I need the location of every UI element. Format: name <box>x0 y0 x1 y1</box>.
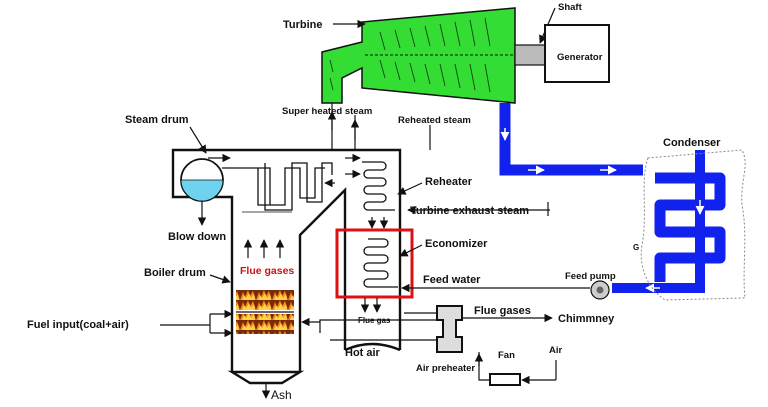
fan <box>489 373 521 386</box>
blow-down-label: Blow down <box>168 231 226 243</box>
fuel-input-label: Fuel input(coal+air) <box>27 319 129 331</box>
economizer-highlight <box>335 228 414 299</box>
air-label: Air <box>549 345 563 356</box>
air-preheater-label: Air preheater <box>416 363 475 374</box>
boiler-drum-label: Boiler drum <box>144 267 206 279</box>
boiler-structure <box>171 148 402 385</box>
economizer-coil <box>363 238 398 288</box>
ash-label: Ash <box>271 388 292 402</box>
flue-gases-furnace-label: Flue gases <box>240 265 294 277</box>
reheater-coil <box>362 161 395 211</box>
air-preheater <box>436 305 463 353</box>
furnace-flame-lower <box>236 314 294 334</box>
feed-water-label: Feed water <box>423 274 481 286</box>
condenser-coil <box>654 172 726 282</box>
condenser-pipe <box>499 103 726 293</box>
chimney-label: Chimmney <box>558 313 615 325</box>
steam-drum-label: Steam drum <box>125 114 189 126</box>
flue-gases-out-label: Flue gases <box>474 305 531 317</box>
reheated-steam-label: Reheated steam <box>398 115 471 126</box>
superheater-coils <box>222 162 333 211</box>
shaft <box>514 44 548 66</box>
turbine <box>321 7 516 104</box>
feed-pump <box>590 280 610 300</box>
economizer-label: Economizer <box>425 238 488 250</box>
shaft-label: Shaft <box>558 2 583 13</box>
generator <box>544 24 610 83</box>
turbine-exhaust-steam-label: Turbine exhaust steam <box>410 205 529 217</box>
turbine-label: Turbine <box>283 19 323 31</box>
furnace-flame-upper <box>236 290 294 310</box>
turbine-body <box>321 7 516 104</box>
reheater-label: Reheater <box>425 176 473 188</box>
turbine-blades <box>329 17 491 93</box>
condenser-shell <box>640 149 746 301</box>
fan-label: Fan <box>498 350 515 361</box>
feed-pump-label: Feed pump <box>565 271 616 282</box>
steam-drum <box>180 158 224 202</box>
hot-air-label: Hot air <box>345 347 381 359</box>
generator-label: Generator <box>557 52 603 63</box>
g-mark: G <box>633 243 639 252</box>
condenser-label: Condenser <box>663 137 721 149</box>
super-heated-steam-label: Super heated steam <box>282 106 372 117</box>
